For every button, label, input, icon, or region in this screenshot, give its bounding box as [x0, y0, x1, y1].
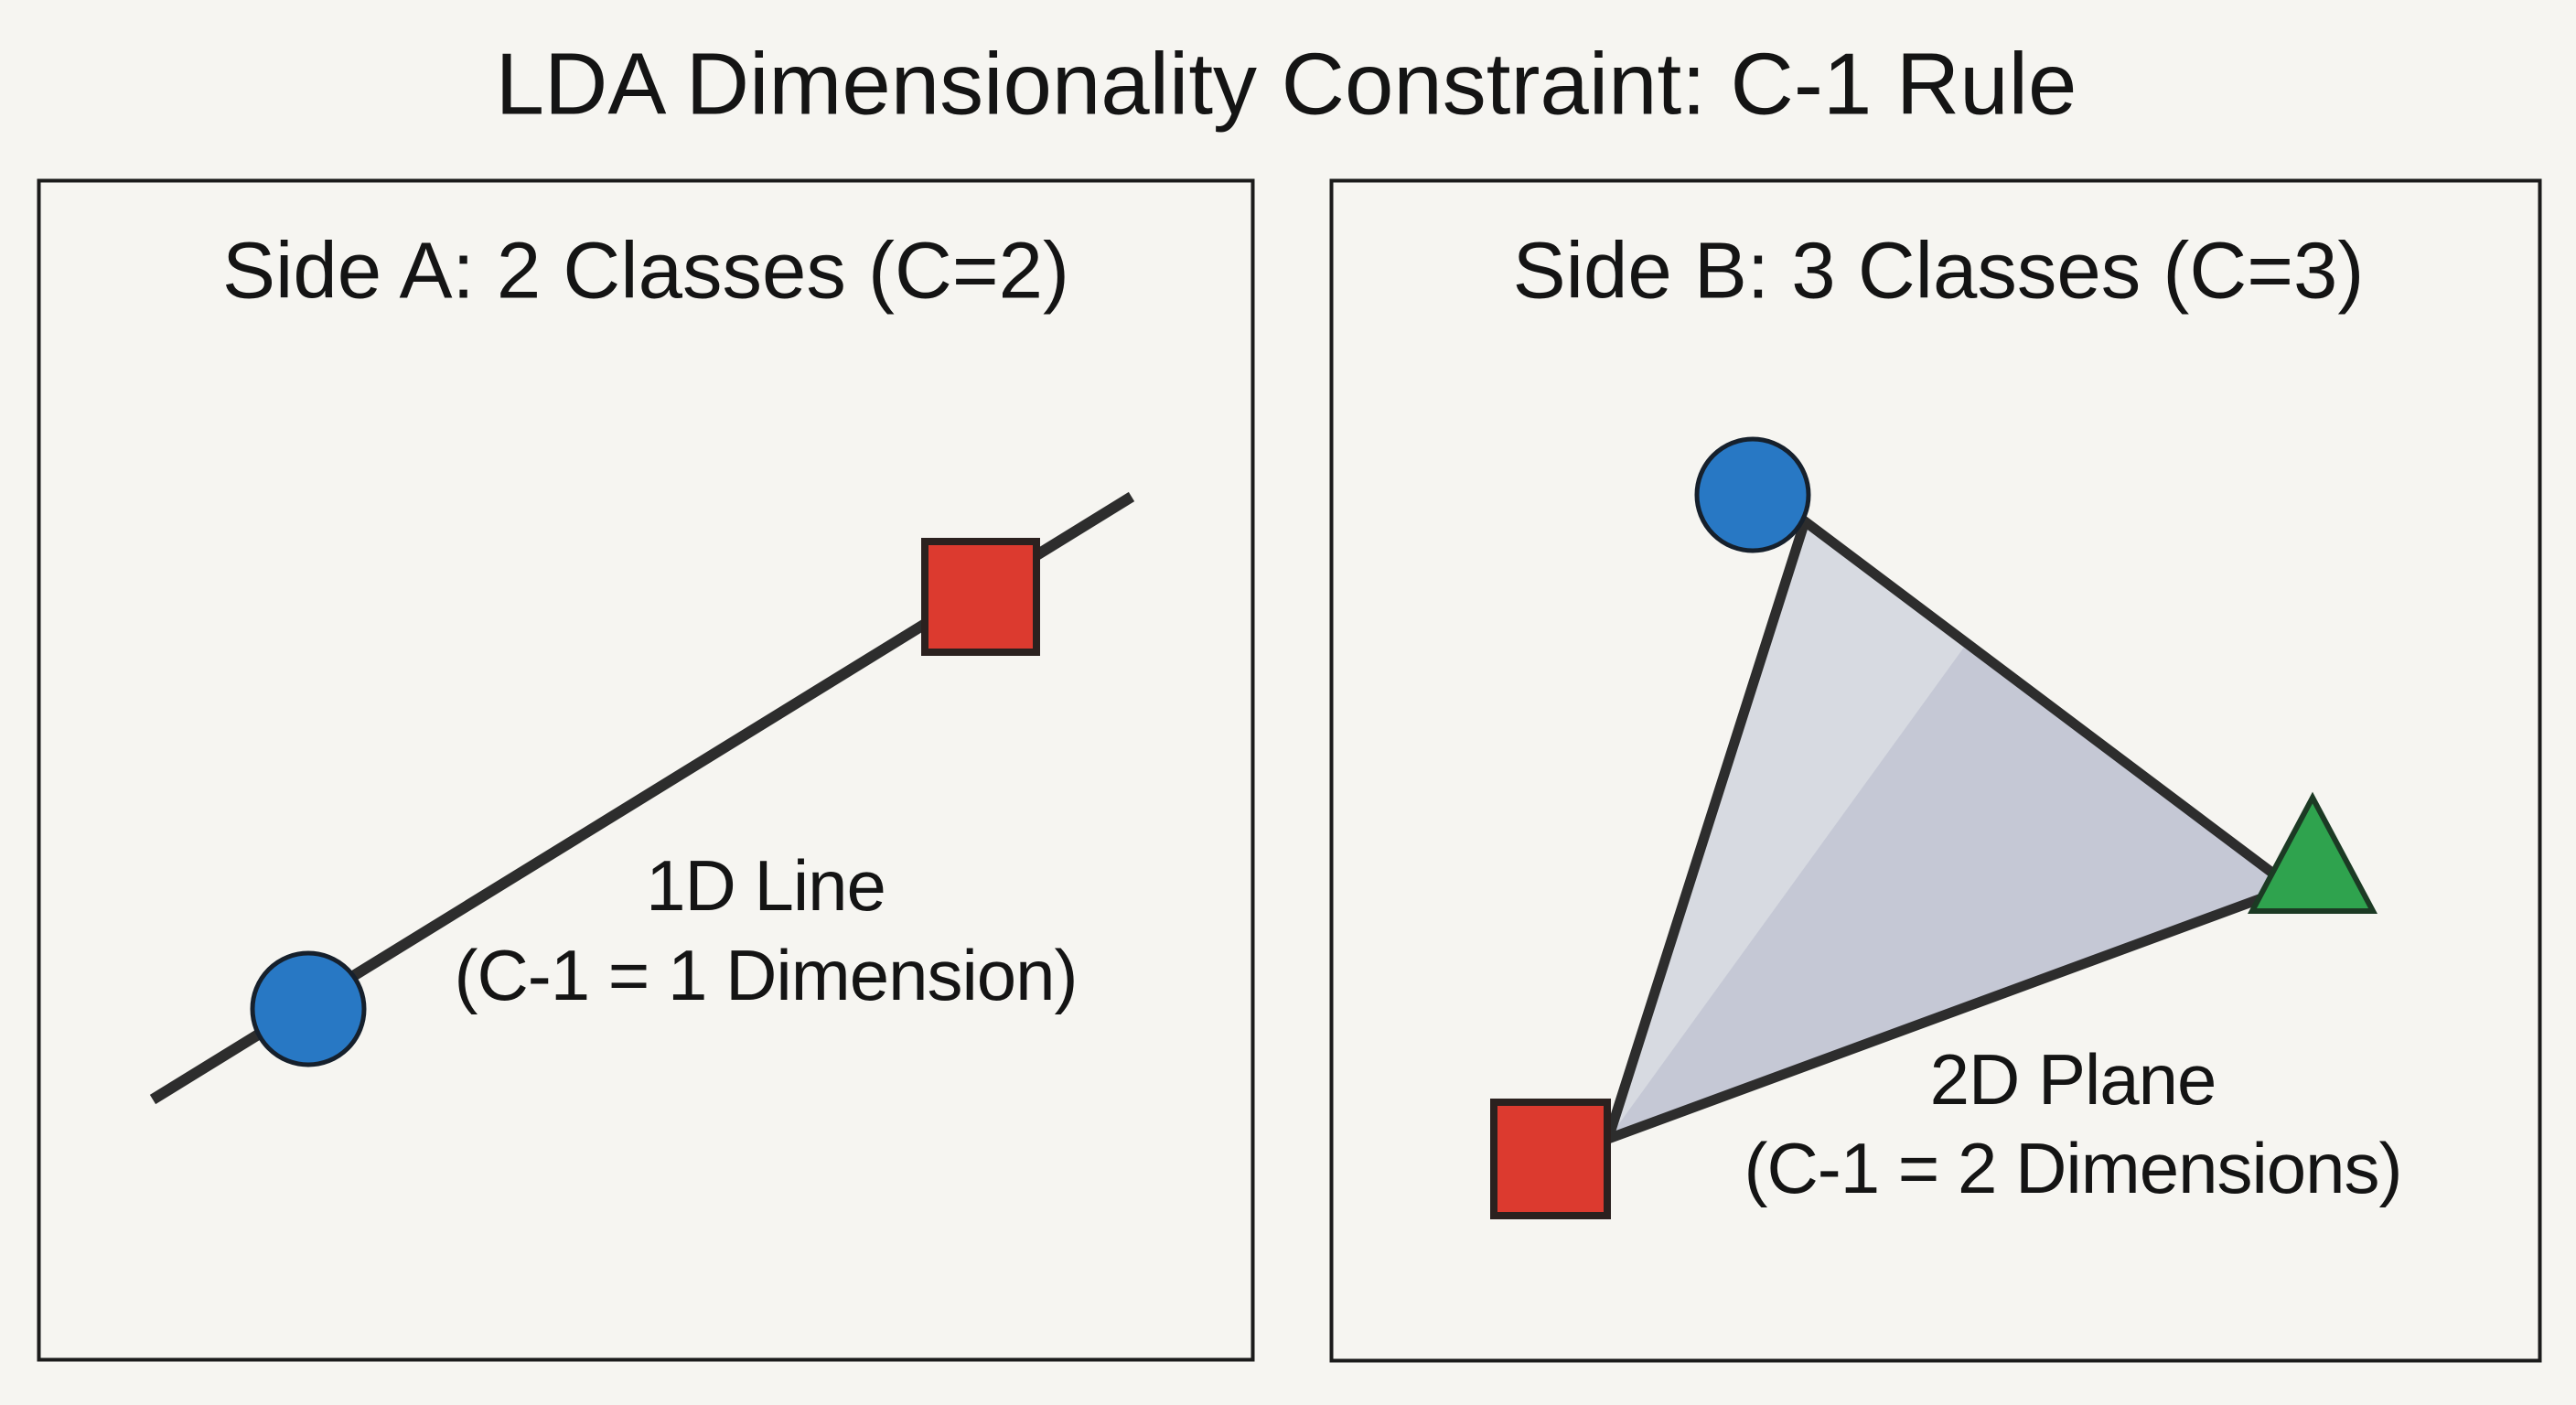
label-2d-plane-line2: (C-1 = 2 Dimensions) [1744, 1128, 2401, 1208]
panel-side-b: Side B: 3 Classes (C=3) 2D Plane (C-1 = … [1329, 178, 2542, 1363]
plane-2d-outline [1600, 512, 2302, 1148]
blue-circle-class-marker [1694, 436, 1811, 553]
blue-circle-class-marker [250, 950, 367, 1067]
red-square-class-marker [1490, 1099, 1611, 1219]
panel-side-a-border [37, 178, 1255, 1362]
figure-title: LDA Dimensionality Constraint: C-1 Rule [496, 36, 2077, 134]
panel-side-a: Side A: 2 Classes (C=2) 1D Line (C-1 = 1… [37, 178, 1255, 1362]
label-1d-line-line2: (C-1 = 1 Dimension) [454, 935, 1077, 1015]
label-1d-line-line1: 1D Line [646, 845, 886, 926]
label-2d-plane: 2D Plane (C-1 = 2 Dimensions) [1744, 1039, 2402, 1208]
panel-side-b-border [1329, 178, 2542, 1363]
green-triangle-class-marker [2248, 791, 2377, 914]
plane-2d-fold-highlight [1608, 521, 1968, 1139]
label-2d-plane-line1: 2D Plane [1930, 1039, 2216, 1120]
red-square-class-marker [921, 538, 1040, 656]
label-1d-line: 1D Line (C-1 = 1 Dimension) [454, 845, 1078, 1015]
panel-side-b-header: Side B: 3 Classes (C=3) [1513, 227, 2365, 316]
panel-side-a-header: Side A: 2 Classes (C=2) [222, 227, 1069, 316]
